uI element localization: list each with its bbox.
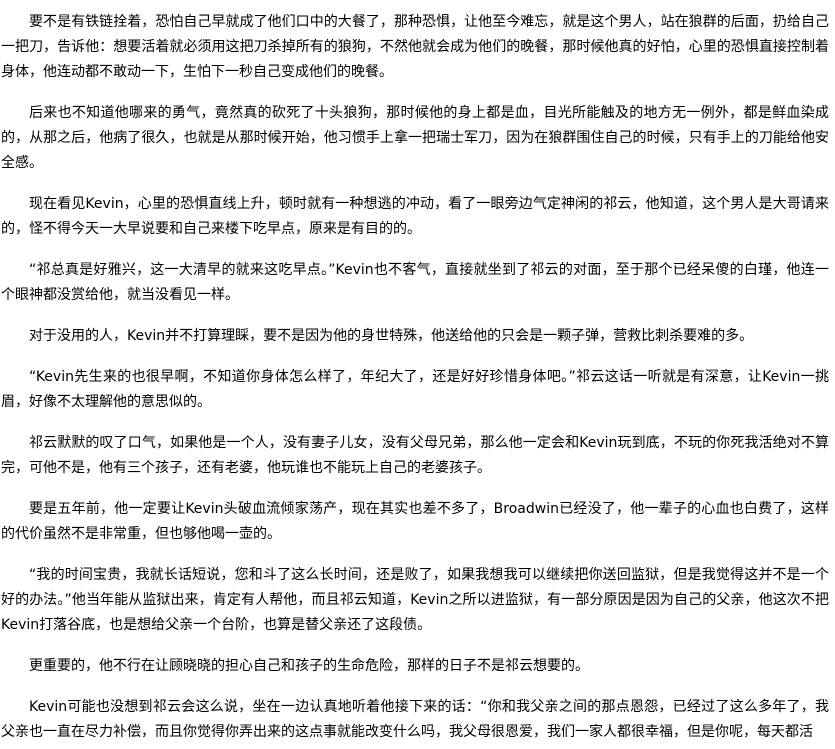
paragraph: 要不是有铁链拴着，恐怕自己早就成了他们口中的大餐了，那种恐惧，让他至今难忘，就是… <box>1 14 829 80</box>
paragraph: 要是五年前，他一定要让Kevin头破血流倾家荡产，现在其实也差不多了，Broad… <box>1 501 829 542</box>
paragraph: “我的时间宝贵，我就长话短说，您和斗了这么长时间，还是败了，如果我想我可以继续把… <box>1 567 829 633</box>
paragraph: 现在看见Kevin，心里的恐惧直线上升，顿时就有一种想逃的冲动，看了一眼旁边气定… <box>1 196 829 237</box>
paragraph: 祁云默默的叹了口气，如果他是一个人，没有妻子儿女，没有父母兄弟，那么他一定会和K… <box>1 435 829 476</box>
paragraph: “祁总真是好雅兴，这一大清早的就来这吃早点。”Kevin也不客气，直接就坐到了祁… <box>1 262 829 303</box>
paragraph: Kevin可能也没想到祁云会这么说，坐在一边认真地听着他接下来的话：“你和我父亲… <box>1 699 829 740</box>
paragraph: 更重要的，他不行在让顾晓晓的担心自己和孩子的生命危险，那样的日子不是祁云想要的。 <box>29 658 589 674</box>
paragraph: 对于没用的人，Kevin并不打算理睬，要不是因为他的身世特殊，他送给他的只会是一… <box>29 328 754 344</box>
paragraph: 后来也不知道他哪来的勇气，竟然真的砍死了十头狼狗，那时候他的身上都是血，目光所能… <box>1 105 829 171</box>
paragraph: “Kevin先生来的也很早啊，不知道你身体怎么样了，年纪大了，还是好好珍惜身体吧… <box>1 369 829 410</box>
